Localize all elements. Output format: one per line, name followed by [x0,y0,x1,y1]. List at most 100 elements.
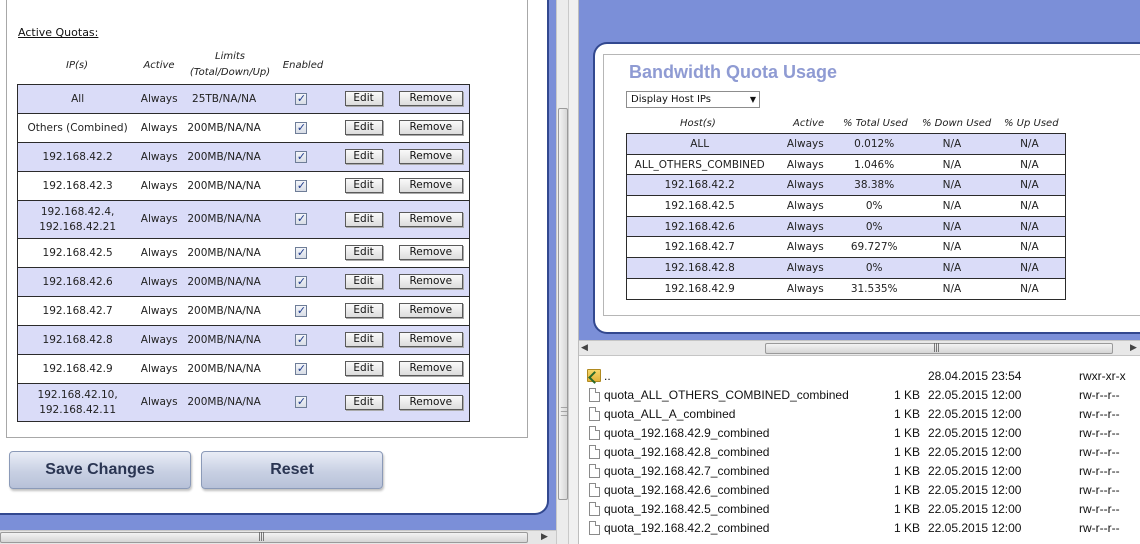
bw-up-used: N/A [994,278,1066,299]
grip-icon: ||| [258,532,264,542]
enabled-checkbox[interactable] [295,363,307,375]
bw-down-used: N/A [910,154,994,175]
file-permissions: rw-r--r-- [1079,483,1120,497]
quota-enabled-cell [267,201,335,239]
left-horizontal-scrollbar[interactable]: ||| ▶ [0,530,556,544]
quota-row: 192.168.42.5Always200MB/NA/NAEditRemove [18,239,470,268]
enabled-checkbox[interactable] [295,151,307,163]
remove-button[interactable]: Remove [399,332,463,347]
enabled-checkbox[interactable] [295,122,307,134]
scroll-right-arrow-icon[interactable]: ▶ [1130,343,1137,353]
quota-enabled-cell [267,114,335,143]
edit-button[interactable]: Edit [345,212,383,227]
file-row[interactable]: quota_ALL_OTHERS_COMBINED_combined1 KB22… [579,386,1140,405]
enabled-checkbox[interactable] [295,396,307,408]
quota-active: Always [137,143,181,172]
remove-button[interactable]: Remove [399,212,463,227]
remove-button[interactable]: Remove [399,303,463,318]
edit-button[interactable]: Edit [345,120,383,135]
enabled-checkbox[interactable] [295,93,307,105]
file-row[interactable]: quota_192.168.42.6_combined1 KB22.05.201… [579,481,1140,500]
file-row[interactable]: ..28.04.2015 23:54rwxr-xr-x [579,367,1140,386]
file-row[interactable]: quota_192.168.42.5_combined1 KB22.05.201… [579,500,1140,519]
edit-button[interactable]: Edit [345,361,383,376]
remove-button[interactable]: Remove [399,120,463,135]
quota-edit-cell: Edit [335,268,393,297]
quota-ip: 192.168.42.2 [18,150,137,165]
quota-remove-cell: Remove [393,384,470,422]
left-vertical-scrollbar[interactable]: ——— [556,0,569,544]
bandwidth-row: 192.168.42.2Always38.38%N/AN/A [627,175,1066,196]
remove-button[interactable]: Remove [399,91,463,106]
quota-edit-cell: Edit [335,172,393,201]
right-horizontal-scrollbar[interactable]: ◀ ||| ▶ [579,340,1140,356]
edit-button[interactable]: Edit [345,91,383,106]
quota-ip-cell: 192.168.42.2 [18,143,138,172]
enabled-checkbox[interactable] [295,305,307,317]
file-date: 22.05.2015 12:00 [928,426,1021,440]
pane-divider[interactable] [569,0,579,544]
remove-button[interactable]: Remove [399,395,463,410]
remove-button[interactable]: Remove [399,245,463,260]
quota-ip: 192.168.42.3 [18,179,137,194]
enabled-checkbox[interactable] [295,276,307,288]
reset-button[interactable]: Reset [201,451,383,489]
file-permissions: rw-r--r-- [1079,407,1120,421]
scroll-right-arrow-icon[interactable]: ▶ [541,532,548,542]
header-limits: Limits [181,49,279,64]
bw-host: ALL_OTHERS_COMBINED [627,154,773,175]
bw-host: 192.168.42.6 [627,216,773,237]
bw-down-used: N/A [910,134,994,155]
file-size: 1 KB [859,445,920,459]
file-row[interactable]: quota_192.168.42.8_combined1 KB22.05.201… [579,443,1140,462]
file-icon [589,483,600,497]
edit-button[interactable]: Edit [345,245,383,260]
quota-remove-cell: Remove [393,85,470,114]
edit-button[interactable]: Edit [345,332,383,347]
quota-enabled-cell [267,384,335,422]
bandwidth-row: ALLAlways0.012%N/AN/A [627,134,1066,155]
scroll-left-arrow-icon[interactable]: ◀ [581,343,588,353]
edit-button[interactable]: Edit [345,178,383,193]
quota-ip-cell: 192.168.42.9 [18,355,138,384]
edit-button[interactable]: Edit [345,303,383,318]
header-bw-active: Active [793,118,824,129]
remove-button[interactable]: Remove [399,178,463,193]
file-row[interactable]: quota_192.168.42.7_combined1 KB22.05.201… [579,462,1140,481]
left-vertical-scroll-thumb[interactable]: ——— [558,108,568,500]
file-row[interactable]: quota_192.168.42.9_combined1 KB22.05.201… [579,424,1140,443]
quota-row: 192.168.42.6Always200MB/NA/NAEditRemove [18,268,470,297]
grip-icon: ||| [933,343,939,353]
edit-button[interactable]: Edit [345,149,383,164]
quota-active: Always [137,384,181,422]
left-horizontal-scroll-thumb[interactable]: ||| [0,532,528,543]
quota-row: 192.168.42.3Always200MB/NA/NAEditRemove [18,172,470,201]
edit-button[interactable]: Edit [345,274,383,289]
display-host-select[interactable]: Display Host IPs ▼ [626,91,760,108]
quota-active: Always [137,172,181,201]
remove-button[interactable]: Remove [399,149,463,164]
quota-limit: 200MB/NA/NA [181,114,267,143]
edit-button[interactable]: Edit [345,395,383,410]
quota-ip: 192.168.42.4, [18,205,137,220]
file-name: quota_192.168.42.7_combined [604,464,769,478]
right-horizontal-scroll-thumb[interactable]: ||| [765,343,1113,354]
enabled-checkbox[interactable] [295,180,307,192]
quota-config-pane: Active Quotas: IP(s) Active Limits (Tota… [0,0,556,530]
bw-active: Always [772,154,838,175]
enabled-checkbox[interactable] [295,334,307,346]
enabled-checkbox[interactable] [295,213,307,225]
file-row[interactable]: quota_ALL_A_combined1 KB22.05.2015 12:00… [579,405,1140,424]
file-size: 1 KB [859,426,920,440]
enabled-checkbox[interactable] [295,247,307,259]
file-permissions: rw-r--r-- [1079,426,1120,440]
file-permissions: rw-r--r-- [1079,464,1120,478]
bw-host: 192.168.42.7 [627,237,773,258]
save-changes-button[interactable]: Save Changes [9,451,191,489]
header-ips: IP(s) [17,58,137,73]
file-row[interactable]: quota_192.168.42.2_combined1 KB22.05.201… [579,519,1140,538]
bandwidth-row: 192.168.42.8Always0%N/AN/A [627,258,1066,279]
file-size: 1 KB [859,388,920,402]
remove-button[interactable]: Remove [399,274,463,289]
remove-button[interactable]: Remove [399,361,463,376]
